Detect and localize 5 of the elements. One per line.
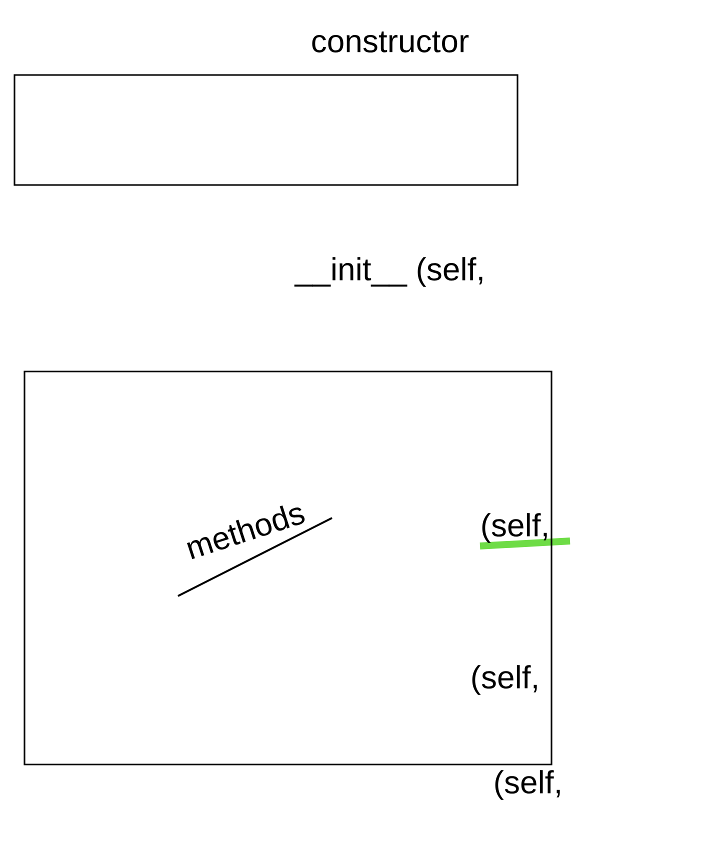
- code-text: (self,: [482, 513, 547, 543]
- code-text: __init__ (self,: [294, 257, 482, 287]
- box-heading: constructor: [312, 32, 469, 52]
- code-text: (self,: [472, 665, 537, 695]
- box-heading: methods: [186, 505, 305, 560]
